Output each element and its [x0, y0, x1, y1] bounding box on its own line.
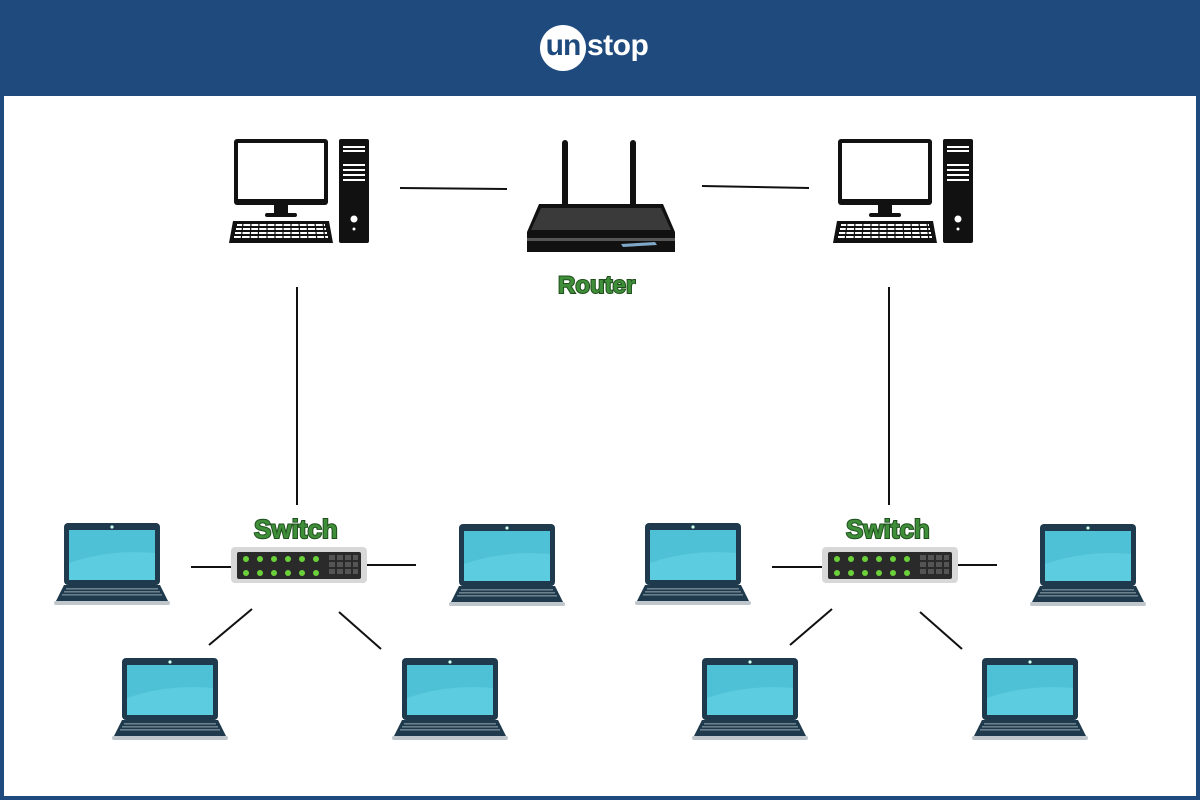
header-bar: un stop [0, 0, 1200, 96]
logo-suffix: stop [587, 29, 649, 62]
link-switch-left-laptop-3 [208, 608, 253, 646]
logo-circle: un [540, 25, 586, 71]
laptop-right-4 [972, 658, 1088, 740]
diagram-canvas: Router Switch Switch [4, 96, 1196, 796]
laptop-left-2 [449, 524, 565, 606]
unstop-logo[interactable]: un stop [540, 24, 649, 72]
laptop-left-4 [392, 658, 508, 740]
connection-lines [191, 185, 997, 650]
link-desktop-left-router [399, 187, 508, 190]
laptop-right-2 [1030, 524, 1146, 606]
switch-right-label: Switch [845, 513, 931, 545]
link-switch-right-laptop-4 [919, 611, 963, 650]
desktop-computer-left [228, 138, 370, 244]
desktop-computer-right [832, 138, 974, 244]
router-label: Router [557, 271, 636, 300]
laptop-right-1 [635, 523, 751, 605]
link-router-desktop-right [701, 185, 810, 189]
laptop-right-3 [692, 658, 808, 740]
link-switch-right-laptop-3 [789, 608, 833, 646]
switch-right-icon [822, 547, 958, 583]
switch-left-icon [231, 547, 367, 583]
router-icon [527, 140, 675, 252]
laptop-left-3 [112, 658, 228, 740]
laptop-left-1 [54, 523, 170, 605]
link-switch-left-laptop-4 [338, 611, 382, 650]
switch-left-label: Switch [253, 513, 339, 545]
logo-prefix: un [545, 29, 582, 62]
